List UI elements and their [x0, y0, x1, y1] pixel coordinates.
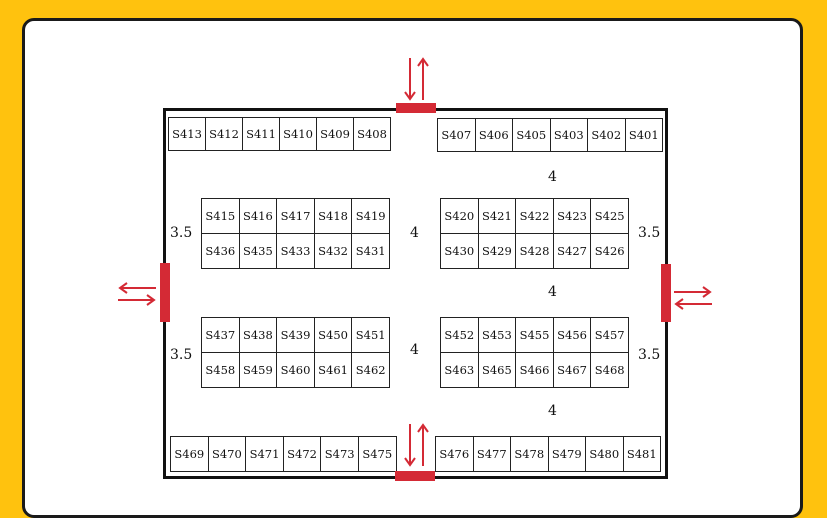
door-bottom-icon: [395, 471, 435, 481]
booth-cell: S460: [277, 353, 315, 388]
booth-cell: S463: [441, 353, 479, 388]
booth-cell: S406: [475, 119, 513, 152]
aisle-width-center-lower: 4: [410, 342, 419, 358]
booth-cell: S462: [352, 353, 390, 388]
aisle-width-right-lower: 3.5: [638, 347, 661, 363]
booth-cell: S425: [591, 199, 629, 234]
booth-cell: S401: [625, 119, 663, 152]
top-entrance-arrows-icon: [404, 57, 429, 101]
right-entrance-arrows-icon: [674, 286, 712, 310]
booth-cell: S456: [553, 318, 592, 353]
booth-cell: S415: [202, 199, 240, 234]
booth-cell: S436: [202, 234, 240, 269]
booth-cell: S422: [516, 199, 554, 234]
aisle-width-center-upper: 4: [410, 225, 419, 241]
booth-cell: S479: [548, 437, 586, 472]
aisle-width-bottom-right: 4: [548, 403, 557, 419]
booth-cell: S417: [277, 199, 315, 234]
floor-plan-card: [22, 18, 803, 518]
booth-cell: S428: [516, 234, 554, 269]
door-left-icon: [160, 263, 170, 322]
booth-cell: S470: [208, 437, 247, 472]
booth-cell: S431: [352, 234, 390, 269]
booth-cell: S476: [436, 437, 474, 472]
booth-cell: S409: [317, 118, 354, 151]
booth-cell: S461: [314, 353, 353, 388]
booth-cell: S405: [513, 119, 551, 152]
booth-cell: S421: [478, 199, 517, 234]
booth-cell: S423: [553, 199, 592, 234]
booth-cell: S429: [478, 234, 517, 269]
aisle-width-right-upper: 3.5: [638, 225, 661, 241]
booth-cell: S465: [478, 353, 517, 388]
booth-cell: S433: [277, 234, 315, 269]
booth-cell: S407: [438, 119, 476, 152]
booth-cell: S437: [202, 318, 240, 353]
booth-cell: S457: [591, 318, 629, 353]
booth-cell: S475: [358, 437, 397, 472]
aisle-width-left-lower: 3.5: [170, 347, 193, 363]
booth-cell: S408: [354, 118, 391, 151]
booth-cell: S453: [478, 318, 517, 353]
booth-cell: S418: [314, 199, 353, 234]
booth-cell: S469: [171, 437, 209, 472]
booth-cell: S466: [516, 353, 554, 388]
booth-cell: S403: [550, 119, 588, 152]
booth-cell: S426: [591, 234, 629, 269]
aisle-width-top-right: 4: [548, 169, 557, 185]
booth-cell: S458: [202, 353, 240, 388]
aisle-width-left-upper: 3.5: [170, 225, 193, 241]
aisle-width-middle-right: 4: [548, 284, 557, 300]
booth-cell: S402: [588, 119, 626, 152]
bottom-entrance-arrows-icon: [404, 423, 429, 467]
door-top-icon: [396, 103, 436, 113]
booth-cell: S435: [239, 234, 278, 269]
booth-cell: S472: [283, 437, 322, 472]
booth-cell: S411: [243, 118, 280, 151]
booth-cell: S451: [352, 318, 390, 353]
booth-cell: S468: [591, 353, 629, 388]
booth-cell: S420: [441, 199, 479, 234]
booth-cell: S471: [246, 437, 284, 472]
booth-cell: S410: [280, 118, 317, 151]
booth-cell: S412: [206, 118, 243, 151]
booth-cell: S430: [441, 234, 479, 269]
booth-cell: S416: [239, 199, 278, 234]
booth-cell: S481: [623, 437, 661, 472]
booth-cell: S480: [586, 437, 624, 472]
booth-cell: S452: [441, 318, 479, 353]
booth-cell: S459: [239, 353, 278, 388]
booth-cell: S427: [553, 234, 592, 269]
booth-cell: S419: [352, 199, 390, 234]
booth-cell: S473: [321, 437, 359, 472]
door-right-icon: [661, 264, 671, 322]
booth-cell: S450: [314, 318, 353, 353]
booth-cell: S478: [511, 437, 549, 472]
booth-cell: S477: [473, 437, 511, 472]
booth-cell: S413: [169, 118, 206, 151]
booth-cell: S439: [277, 318, 315, 353]
booth-cell: S438: [239, 318, 278, 353]
left-entrance-arrows-icon: [118, 282, 156, 306]
booth-cell: S455: [516, 318, 554, 353]
booth-cell: S467: [553, 353, 592, 388]
booth-cell: S432: [314, 234, 353, 269]
